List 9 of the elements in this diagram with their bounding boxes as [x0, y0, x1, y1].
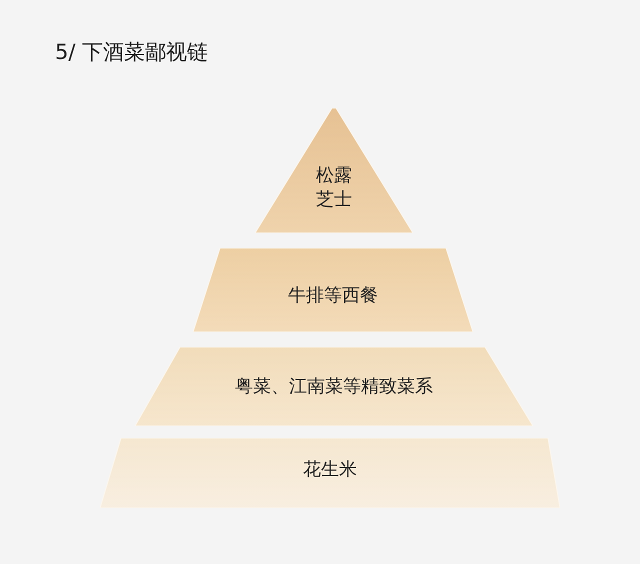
- tier-label: 牛排等西餐: [288, 284, 378, 308]
- pyramid-tier: [135, 347, 533, 426]
- pyramid-tier: [100, 438, 560, 508]
- pyramid-tier: [193, 248, 473, 332]
- pyramid-apex: [255, 108, 413, 233]
- tier-label: 松露芝士: [315, 164, 353, 212]
- tier-label: 粤菜、江南菜等精致菜系: [235, 375, 433, 399]
- title: 5/ 下酒菜鄙视链: [55, 39, 208, 66]
- tier-label: 花生米: [303, 458, 357, 482]
